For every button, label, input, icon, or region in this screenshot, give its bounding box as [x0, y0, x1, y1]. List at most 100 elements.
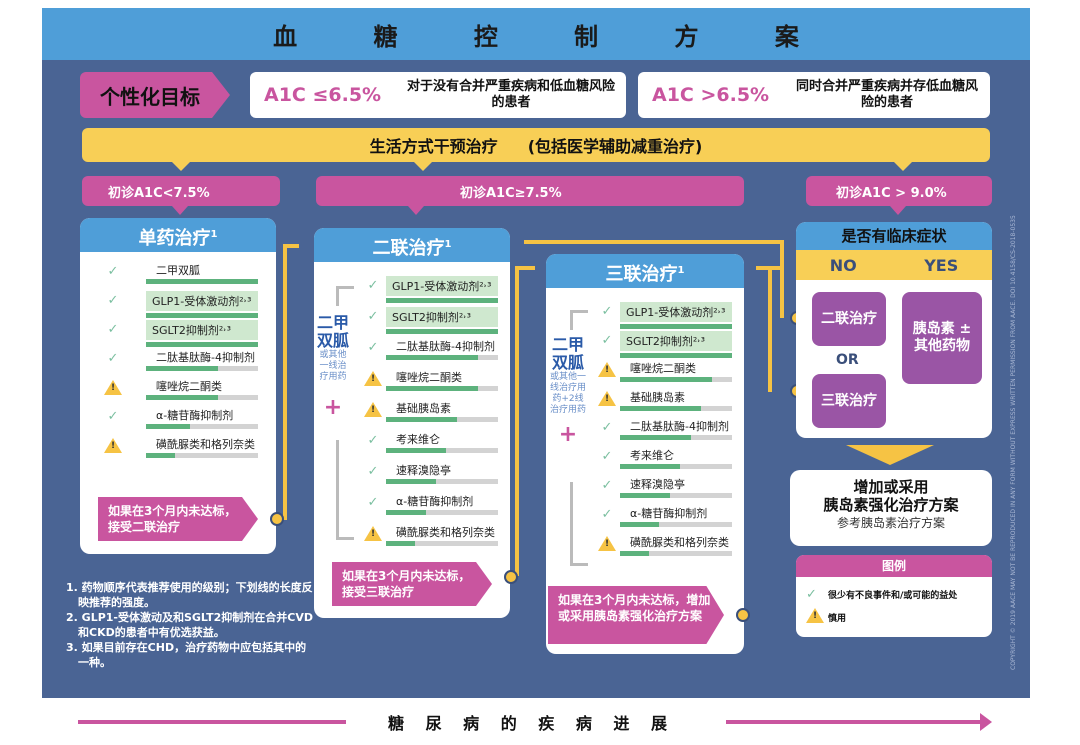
drug-label: GLP1-受体激动剂²˒³: [620, 302, 732, 322]
warning-icon: !: [806, 608, 828, 626]
check-icon: ✓: [367, 464, 379, 479]
drug-item: !基础胰岛素: [598, 389, 732, 415]
drug-item: !磺酰脲类和格列奈类: [364, 524, 498, 550]
strength-bar: [620, 493, 732, 498]
drug-label: 考来维仑: [396, 433, 440, 446]
page-title: 血 糖 控 制 方 案: [273, 22, 833, 51]
symptoms-title: 是否有临床症状: [796, 222, 992, 250]
strength-bar: [146, 313, 258, 318]
drug-label: SGLT2抑制剂²˒³: [146, 320, 258, 340]
option-triple: 三联治疗: [812, 374, 886, 428]
title-bar: 血 糖 控 制 方 案: [42, 8, 1030, 60]
drug-item: ✓SGLT2抑制剂²˒³: [598, 331, 732, 358]
check-icon: ✓: [367, 278, 379, 293]
strength-bar: [146, 342, 258, 347]
check-icon: ✓: [107, 264, 119, 279]
target-label: 个性化目标: [80, 72, 230, 118]
drug-label: 二肽基肽酶-4抑制剂: [156, 351, 255, 364]
strength-bar: [386, 298, 498, 303]
card-header: 二联治疗1: [314, 228, 510, 262]
footnotes: 1. 药物顺序代表推荐使用的级别；下划线的长度反映推荐的强度。 2. GLP1-…: [66, 581, 313, 669]
dual-cta: 如果在3个月内未达标，接受三联治疗: [332, 562, 492, 606]
check-icon: ✓: [107, 322, 119, 337]
progress-line: [726, 720, 986, 724]
drug-item: !磺酰脲类和格列奈类: [104, 436, 258, 462]
drug-label: GLP1-受体激动剂²˒³: [146, 291, 258, 311]
strength-bar: [620, 406, 732, 411]
check-icon: ✓: [367, 495, 379, 510]
arrow-down-icon: [890, 206, 906, 215]
arrow-down-icon: [172, 162, 190, 171]
check-icon: ✓: [601, 478, 613, 493]
drug-item: ✓α-糖苷酶抑制剂: [598, 505, 732, 531]
strength-bar: [386, 329, 498, 334]
drug-label: 基础胰岛素: [630, 391, 685, 404]
triple-base-drug: 二甲双胍 或其他一线治疗用药+2线治疗用药 +: [549, 335, 586, 448]
drug-label: 磺酰脲类和格列奈类: [630, 536, 729, 549]
progress-arrow: 糖 尿 病 的 疾 病 进 展: [78, 708, 998, 738]
strength-bar: [620, 522, 732, 527]
strength-bar: [146, 424, 258, 429]
insulin-box: 增加或采用 胰岛素强化治疗方案 参考胰岛素治疗方案: [790, 470, 992, 546]
option-dual: 二联治疗: [812, 292, 886, 346]
bracket-bottom: [336, 440, 354, 540]
drug-item: ✓二肽基肽酶-4抑制剂: [364, 338, 498, 364]
bracket-top: [570, 310, 588, 330]
strength-bar: [620, 551, 732, 556]
no-label: NO: [829, 255, 857, 275]
lifestyle-bar: 生活方式干预治疗 (包括医学辅助减重治疗): [82, 128, 990, 162]
connector-line: [283, 244, 299, 248]
drug-item: ✓ SGLT2抑制剂²˒³: [104, 320, 258, 347]
drug-item: ✓ GLP1-受体激动剂²˒³: [104, 291, 258, 318]
drug-item: ✓ GLP1-受体激动剂²˒³: [598, 302, 732, 329]
warning-icon: !: [104, 438, 122, 454]
drug-item: ✓ α-糖苷酶抑制剂: [364, 493, 498, 519]
drug-item: ✓GLP1-受体激动剂²˒³: [364, 276, 498, 303]
connector-dot: [736, 608, 750, 622]
connector-dot: [504, 570, 518, 584]
warning-icon: !: [364, 371, 382, 387]
drug-label: 基础胰岛素: [396, 402, 451, 415]
check-icon: ✓: [107, 409, 119, 424]
drug-item: ✓考来维仑: [364, 431, 498, 457]
drug-item: !噻唑烷二酮类: [104, 378, 258, 404]
drug-item: ✓SGLT2抑制剂²˒³: [364, 307, 498, 334]
bracket-bottom: [570, 482, 588, 566]
warning-icon: !: [104, 380, 122, 396]
warning-icon: !: [364, 402, 382, 418]
drug-label: α-糖苷酶抑制剂: [396, 495, 474, 508]
strength-bar: [386, 479, 498, 484]
drug-label: α-糖苷酶抑制剂: [630, 507, 708, 520]
entry-a1c-mid: 初诊A1C≥7.5%: [316, 176, 744, 206]
lifestyle-main: 生活方式干预治疗: [369, 137, 498, 156]
arrow-down-icon: [414, 162, 432, 171]
check-icon: ✓: [107, 293, 119, 308]
triple-cta: 如果在3个月内未达标，增加或采用胰岛素强化治疗方案: [548, 586, 724, 644]
strength-bar: [620, 353, 732, 358]
arrow-right-icon: [980, 713, 992, 731]
strength-bar: [620, 377, 732, 382]
strength-bar: [146, 395, 258, 400]
strength-bar: [620, 435, 732, 440]
option-insulin: 胰岛素 ± 其他药物: [902, 292, 982, 384]
strength-bar: [146, 366, 258, 371]
card-header: 三联治疗1: [546, 254, 744, 288]
drug-item: !噻唑烷二酮类: [598, 360, 732, 386]
drug-item: ✓速释溴隐亭: [598, 476, 732, 502]
check-icon: ✓: [601, 304, 613, 319]
entry-a1c-low: 初诊A1C<7.5%: [82, 176, 280, 206]
goal-strict: A1C ≤6.5% 对于没有合并严重疾病和低血糖风险的患者: [250, 72, 626, 118]
strength-bar: [386, 541, 498, 546]
symptoms-yesno: NO YES: [796, 250, 992, 280]
bracket-top: [336, 286, 354, 306]
warning-icon: !: [598, 362, 616, 378]
connector-line: [524, 240, 784, 244]
drug-label: 二肽基肽酶-4抑制剂: [396, 340, 495, 353]
check-icon: ✓: [806, 587, 817, 602]
warning-icon: !: [598, 536, 616, 552]
strength-bar: [386, 417, 498, 422]
connector-line: [515, 266, 519, 576]
drug-item: ✓二肽基肽酶-4抑制剂: [104, 349, 258, 375]
copyright: COPYRIGHT © 2019 AACE MAY NOT BE REPRODU…: [1010, 215, 1017, 670]
drug-item: ! 基础胰岛素: [364, 400, 498, 426]
